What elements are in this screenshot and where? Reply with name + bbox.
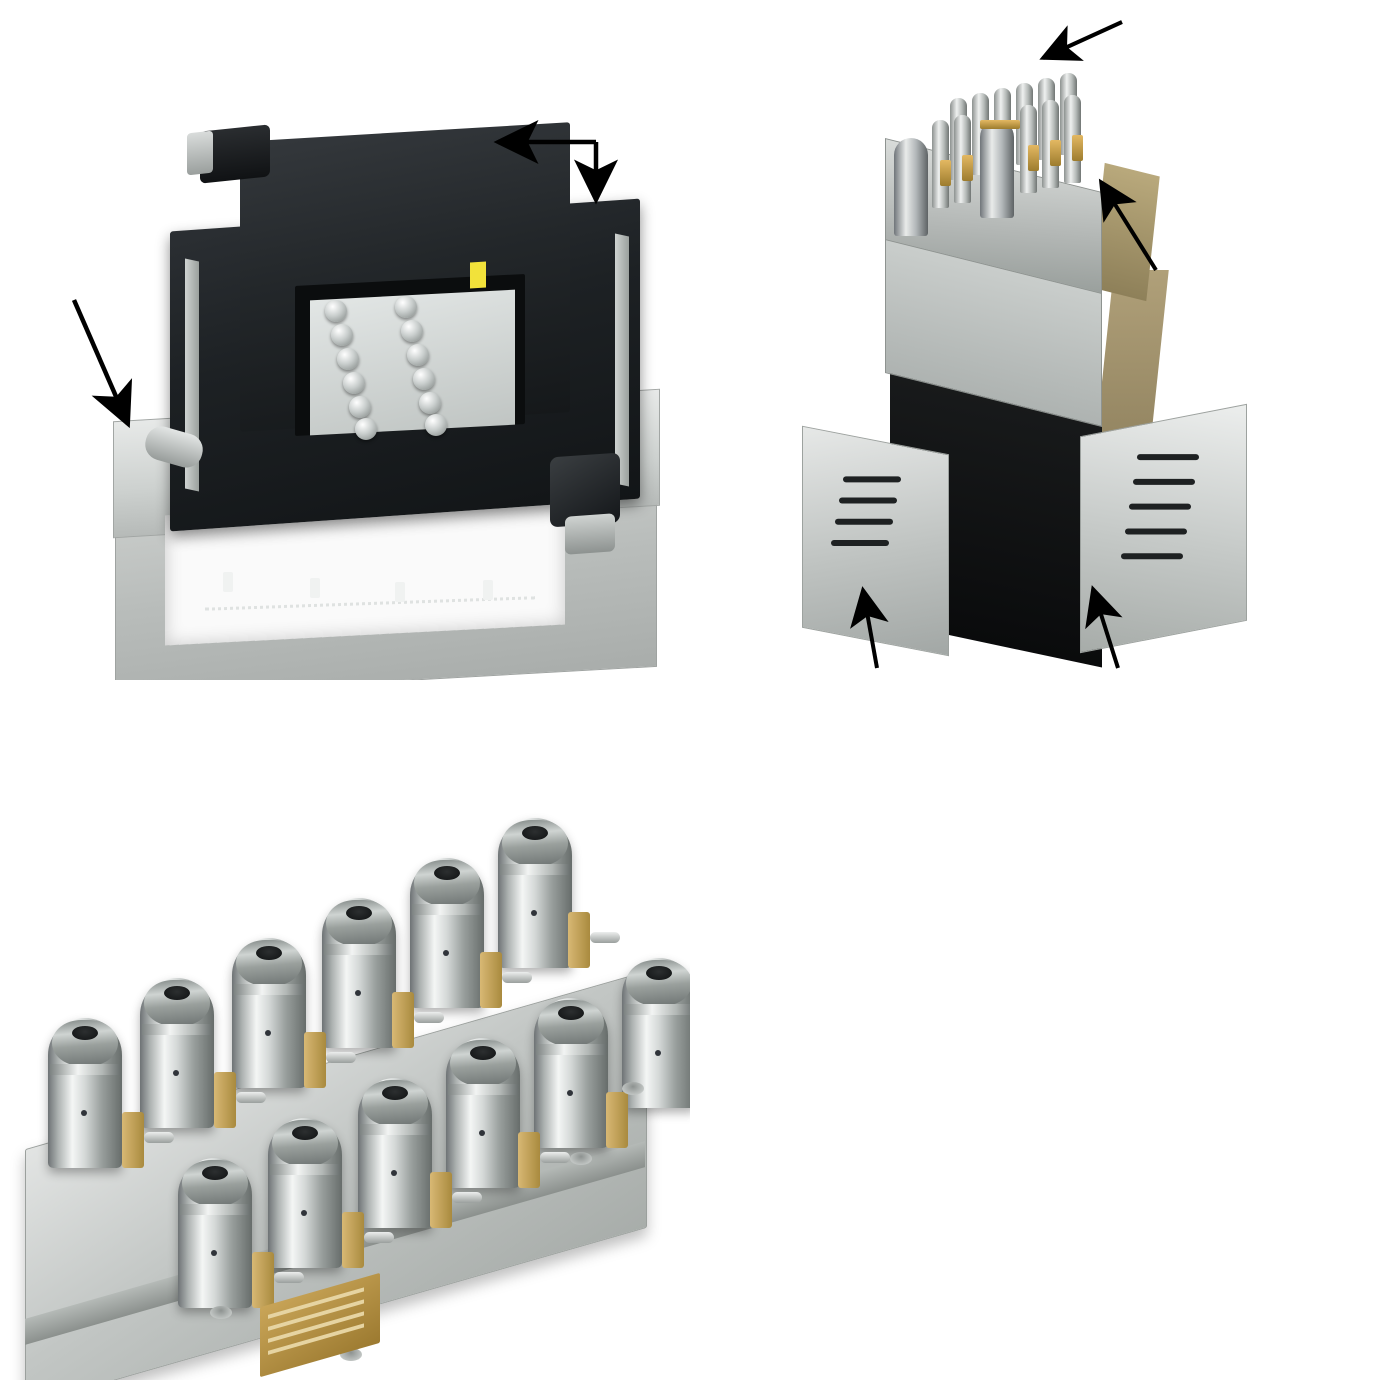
panel-a-photograph — [95, 110, 675, 680]
panel-d-plate-diagram — [700, 730, 1400, 1340]
panel-c-photograph — [10, 760, 690, 1380]
objective-array-leader — [1039, 20, 1123, 61]
panel-b-photograph — [780, 60, 1270, 680]
